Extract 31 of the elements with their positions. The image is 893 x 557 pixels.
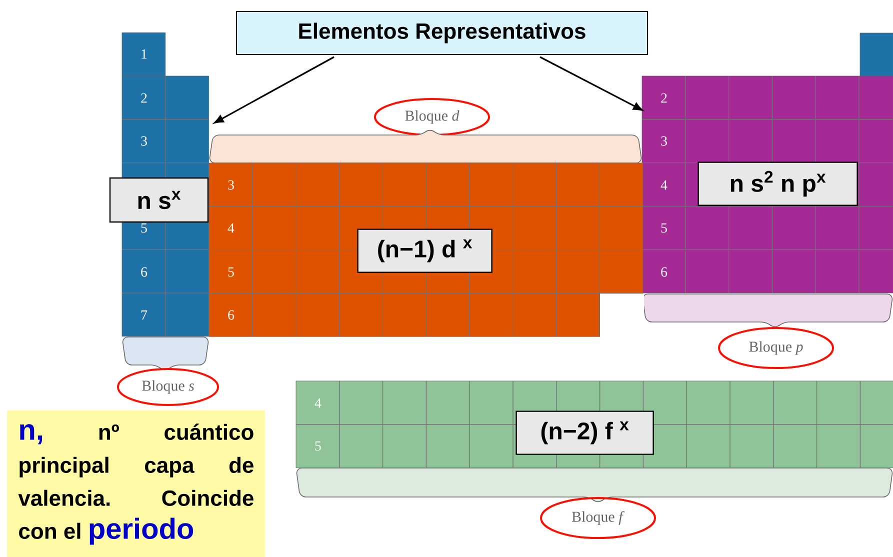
row-number: 5 <box>661 223 667 233</box>
row-number: 6 <box>228 310 234 320</box>
row-number: 4 <box>314 398 322 408</box>
ellipse-label: Bloque d <box>374 98 490 136</box>
row-number: 3 <box>228 180 234 190</box>
arrow <box>540 56 643 111</box>
callout-box: Elementos Representativos <box>236 11 648 55</box>
row-number: 1 <box>142 49 147 59</box>
row-number: 5 <box>315 441 321 451</box>
formula-box: n s$^{2}$ n p$^{x}$ <box>698 162 858 206</box>
row-number: 4 <box>660 180 668 190</box>
row-number: 7 <box>141 310 148 320</box>
row-number: 6 <box>661 267 668 277</box>
formula-box: (n−1) d $^{x}$ <box>357 228 492 273</box>
row-number: 3 <box>141 136 147 146</box>
row-number: 3 <box>661 136 667 146</box>
ellipse-label: Bloque s <box>117 368 219 406</box>
table-block <box>296 380 893 502</box>
row-number: 2 <box>141 93 147 103</box>
row-number: 5 <box>141 223 147 233</box>
ellipse-label: Bloque p <box>718 327 834 369</box>
ellipse-label: Bloque f <box>540 497 656 539</box>
formula-box: n s$^{x}$ <box>109 177 209 223</box>
table-block <box>208 130 644 338</box>
row-number: 5 <box>228 267 234 277</box>
arrow <box>214 56 334 124</box>
note-box: n, nº cuántico principal capa de valencia. Coincide con el periodo <box>7 410 266 557</box>
formula-box: (n−2) f $^{x}$ <box>516 410 654 455</box>
row-number: 4 <box>228 223 234 233</box>
row-number: 2 <box>661 93 667 103</box>
row-number: 6 <box>141 267 148 277</box>
